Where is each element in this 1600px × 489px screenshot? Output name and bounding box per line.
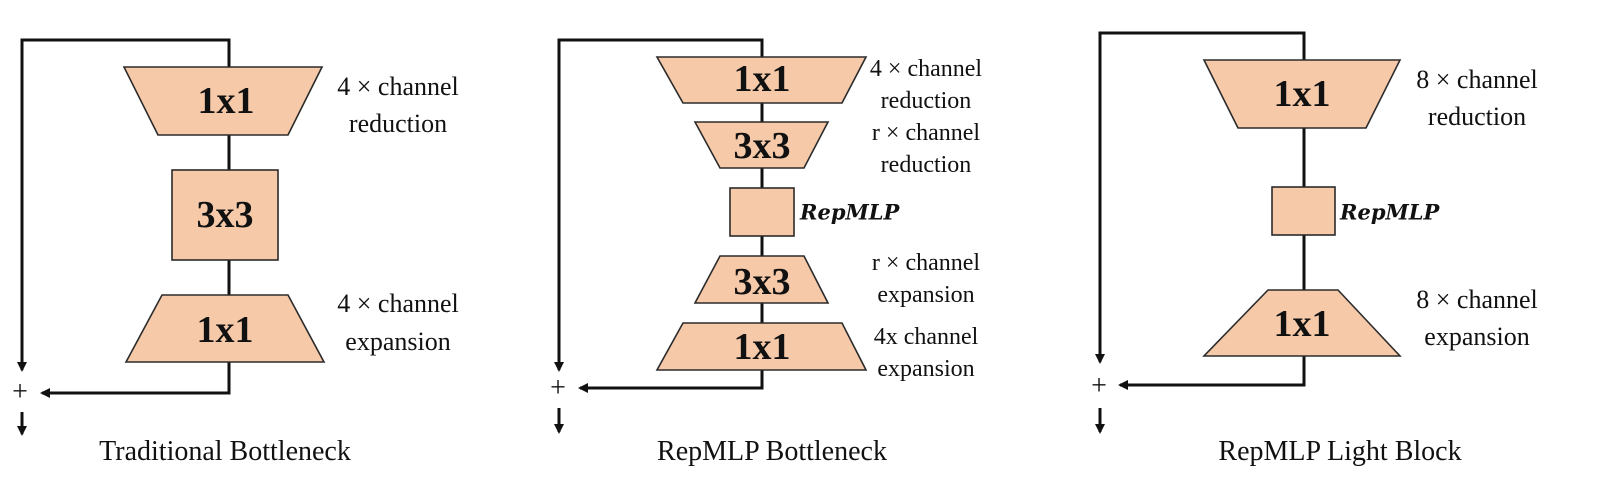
block-annotation: 4 × channel: [337, 289, 459, 318]
residual-add-symbol: +: [1091, 371, 1107, 402]
skip-connection: [20, 38, 231, 358]
block-label: 1x1: [1274, 303, 1331, 345]
conv1x1-expansion-block: [124, 294, 326, 363]
repmlp-block: [1271, 186, 1336, 236]
block-annotation: reduction: [349, 109, 447, 138]
repmlp-label: RepMLP: [1339, 200, 1441, 225]
block-annotation: reduction: [881, 152, 972, 178]
residual-add-symbol: +: [12, 377, 28, 408]
conv1x1-expansion-block: [1202, 289, 1402, 357]
panel-caption: RepMLP Light Block: [1218, 436, 1461, 467]
conv3x3-reduction-block: [693, 121, 830, 169]
repmlp-label: RepMLP: [799, 200, 901, 225]
conv1x1-reduction-block: [122, 66, 324, 136]
skip-connection: [1098, 31, 1306, 350]
block-annotation: 4 × channel: [870, 56, 982, 82]
block-annotation: 4 × channel: [337, 72, 459, 101]
block-annotation: expansion: [345, 327, 450, 356]
panel-caption: Traditional Bottleneck: [99, 436, 351, 467]
block-annotation: 8 × channel: [1416, 285, 1538, 314]
repmlp-bottleneck-panel: 1x1 3x3 RepMLP 3x3 1x1 4 × channel reduc…: [550, 38, 982, 467]
traditional-bottleneck-panel: 1x1 3x3 1x1 4 × channel reduction 4 × ch…: [12, 38, 459, 467]
repmlp-block: [729, 187, 795, 237]
conv3x3-block: [171, 169, 279, 261]
conv1x1-reduction-block: [1202, 59, 1402, 129]
block-annotation: expansion: [877, 356, 974, 382]
block-annotation: 4x channel: [874, 324, 979, 350]
main-output-line: [1130, 356, 1306, 387]
block-label: 3x3: [197, 194, 254, 236]
conv1x1-expansion-block: [655, 322, 868, 371]
block-annotation: r × channel: [872, 250, 980, 276]
conv1x1-reduction-block: [655, 56, 868, 104]
block-label: 3x3: [734, 125, 791, 167]
block-label: 1x1: [1274, 73, 1331, 115]
block-annotation: 8 × channel: [1416, 65, 1538, 94]
residual-add-symbol: +: [550, 373, 566, 404]
main-output-line: [590, 370, 764, 390]
main-output-line: [52, 362, 231, 395]
block-annotation: r × channel: [872, 120, 980, 146]
block-label: 1x1: [198, 80, 255, 122]
block-annotation: reduction: [1428, 102, 1526, 131]
skip-connection: [557, 38, 764, 358]
block-annotation: expansion: [877, 282, 974, 308]
block-label: 1x1: [734, 58, 791, 100]
block-label: 3x3: [734, 261, 791, 303]
block-label: 1x1: [734, 326, 791, 368]
block-annotation: reduction: [881, 88, 972, 114]
conv3x3-expansion-block: [693, 255, 830, 304]
block-annotation: expansion: [1424, 322, 1529, 351]
panel-caption: RepMLP Bottleneck: [657, 436, 887, 467]
repmlp-light-block-panel: 1x1 RepMLP 1x1 8 × channel reduction 8 ×…: [1091, 31, 1538, 467]
block-label: 1x1: [197, 309, 254, 351]
